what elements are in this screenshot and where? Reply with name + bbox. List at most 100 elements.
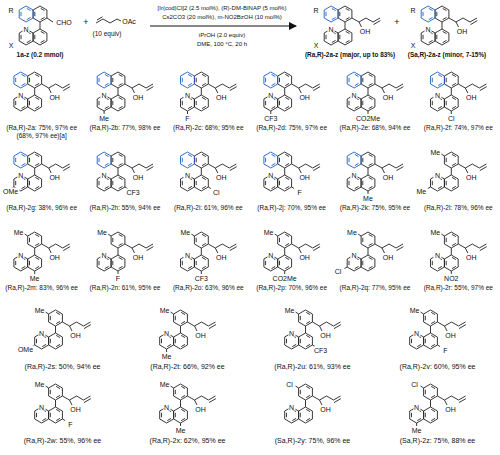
aromatic-ring xyxy=(435,6,449,22)
ring-double-bond xyxy=(202,257,206,259)
bond-line xyxy=(292,84,320,88)
substituent-bond xyxy=(46,312,49,314)
atom-label: OH xyxy=(465,254,478,261)
bond-line xyxy=(313,167,320,171)
ring-double-bond xyxy=(188,106,192,108)
ring-double-bond xyxy=(355,83,359,85)
substituent-label: Me xyxy=(411,427,423,434)
ring-double-bond xyxy=(423,12,424,16)
amount-label: (10 equiv) xyxy=(93,31,122,38)
ring-double-bond xyxy=(99,261,100,265)
group-label: OAc xyxy=(121,18,137,25)
ring-double-bond xyxy=(202,186,206,188)
substituent-bond xyxy=(345,267,348,269)
ring-double-bond xyxy=(332,8,336,10)
ring-double-bond xyxy=(181,312,185,314)
ring-double-bond xyxy=(202,177,206,179)
ring-double-bond xyxy=(436,12,437,16)
ring-double-bond xyxy=(41,40,45,42)
substituent-label: Me xyxy=(29,275,41,282)
ring-double-bond xyxy=(15,158,16,162)
compound-caption: (Ra,R)-2t: 66%, 92% ee xyxy=(150,363,224,370)
bond-line xyxy=(305,400,306,407)
ring-double-bond xyxy=(188,83,192,85)
ring-double-bond xyxy=(35,257,39,259)
ring-double-bond xyxy=(300,390,301,394)
atom-label: OH xyxy=(48,254,61,261)
substituent-label: CF3 xyxy=(125,189,140,196)
ring-double-bond xyxy=(285,186,289,188)
bond-line xyxy=(49,88,52,93)
compound-caption: (Ra,R)-2l: 78%, 96% ee xyxy=(424,205,493,212)
aromatic-ring xyxy=(194,175,208,191)
ring-double-bond xyxy=(417,344,421,346)
ring-double-bond xyxy=(279,78,280,82)
bond-line xyxy=(187,322,215,326)
condition-text: iPrOH (2.0 equiv) xyxy=(199,32,245,38)
substituent-bond xyxy=(108,234,111,236)
substituent-label: CO2Me xyxy=(272,275,298,282)
substituent-label: Cl xyxy=(212,189,221,196)
ring-double-bond xyxy=(56,344,60,346)
atom-label: N xyxy=(38,330,45,337)
aromatic-ring xyxy=(194,255,208,271)
compound-caption: (Ra,R)-2b: 77%, 98% ee xyxy=(90,125,161,132)
ring-double-bond xyxy=(279,158,280,162)
bond-line xyxy=(70,400,73,405)
substituent-label: CO2Me xyxy=(355,115,381,122)
bond-line xyxy=(397,167,404,171)
bond-line xyxy=(299,248,302,253)
substituent-label: F xyxy=(442,347,448,354)
ring-double-bond xyxy=(119,106,123,108)
aromatic-ring xyxy=(299,333,313,349)
ring-double-bond xyxy=(35,243,39,245)
substituent-label: Me xyxy=(161,353,173,360)
ring-double-bond xyxy=(188,163,192,165)
ring-double-bond xyxy=(446,261,447,265)
ring-double-bond xyxy=(369,106,373,108)
bond-line xyxy=(313,247,320,251)
ring-double-bond xyxy=(99,101,100,105)
aromatic-ring xyxy=(49,333,63,349)
compound-caption: (Ra,R)-2w: 55%, 96% ee xyxy=(24,437,101,444)
substituent-label: Me xyxy=(159,307,171,314)
aromatic-ring xyxy=(194,72,208,88)
bond-line xyxy=(147,167,154,171)
substituent-bond xyxy=(441,154,444,156)
bond-line xyxy=(55,326,56,333)
bond-line xyxy=(313,87,320,91)
ring-double-bond xyxy=(436,35,437,39)
atom-label: N xyxy=(163,404,170,411)
ring-double-bond xyxy=(112,78,113,82)
aromatic-ring xyxy=(174,384,188,400)
substituent-label: Me xyxy=(429,229,441,236)
ring-double-bond xyxy=(362,238,363,242)
bond-line xyxy=(334,399,341,403)
ring-double-bond xyxy=(105,106,109,108)
aromatic-ring xyxy=(338,6,352,22)
ring-double-bond xyxy=(196,261,197,265)
substituent-bond xyxy=(208,187,211,189)
condition-text: [Ir(cod)Cl]2 (2.5 mol%), (R)-DM-BINAP (5… xyxy=(158,5,287,11)
aromatic-ring xyxy=(19,6,33,22)
bond-line xyxy=(352,18,380,22)
ring-double-bond xyxy=(429,8,433,10)
ring-double-bond xyxy=(41,31,45,33)
aromatic-ring xyxy=(424,407,438,423)
ring-double-bond xyxy=(411,413,412,417)
atom-label: N xyxy=(328,26,335,33)
ring-double-bond xyxy=(202,154,206,156)
ring-double-bond xyxy=(202,234,206,236)
atom-label: OH xyxy=(319,332,332,339)
ring-double-bond xyxy=(346,31,350,33)
bond-line xyxy=(195,326,198,331)
ring-double-bond xyxy=(272,163,276,165)
ring-double-bond xyxy=(438,266,442,268)
aromatic-ring xyxy=(174,310,188,326)
bond-line xyxy=(132,88,135,93)
bond-line xyxy=(451,168,452,175)
atom-label: N xyxy=(425,26,432,33)
bond-line xyxy=(132,248,135,253)
ring-double-bond xyxy=(29,181,30,185)
bond-line xyxy=(208,164,236,168)
